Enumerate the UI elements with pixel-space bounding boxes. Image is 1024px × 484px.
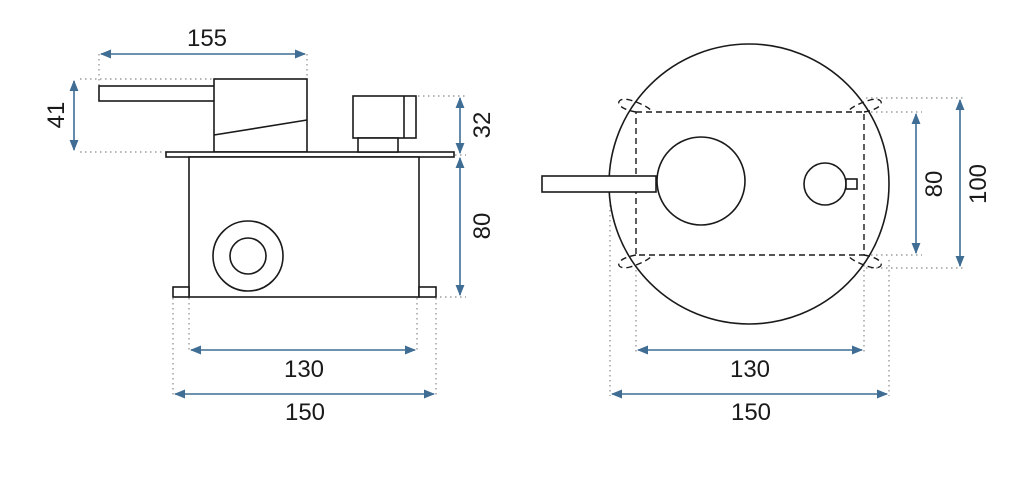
hidden-lug-bl — [618, 254, 653, 269]
hidden-lug-tr — [847, 98, 882, 113]
dim-label-150-side: 150 — [285, 399, 325, 426]
valve-body-slant — [213, 119, 308, 136]
front-lever-handle — [541, 175, 657, 193]
knob-stem — [357, 137, 399, 153]
dim-label-41: 41 — [43, 102, 70, 129]
hidden-lug-tl — [618, 98, 653, 113]
dim-label-150-front: 150 — [731, 399, 771, 426]
box-foot-left — [172, 286, 190, 298]
side-extension-lines — [80, 54, 466, 396]
side-view: 155 41 32 80 130 150 — [43, 25, 496, 426]
diverter-knob-front — [803, 162, 847, 206]
dim-label-32: 32 — [469, 112, 496, 139]
valve-body — [213, 78, 308, 153]
pipe-outlet-inner — [229, 237, 267, 275]
diverter-tab — [845, 178, 858, 190]
box-foot-right — [418, 286, 437, 298]
dim-label-130-front: 130 — [730, 356, 770, 383]
dim-label-80-side: 80 — [469, 213, 496, 240]
side-dimensions: 155 41 32 80 130 150 — [43, 25, 496, 426]
lever-handle — [98, 85, 218, 102]
dim-label-100: 100 — [965, 164, 992, 204]
front-dimensions: 80 100 130 150 — [610, 98, 992, 426]
dim-label-130-side: 130 — [284, 356, 324, 383]
front-view: 80 100 130 150 — [541, 43, 992, 426]
hidden-lug-br — [847, 254, 882, 269]
diverter-knob — [352, 95, 417, 139]
mixer-knob — [656, 136, 746, 226]
dim-label-80-front: 80 — [921, 171, 948, 198]
front-extension-lines — [609, 97, 966, 396]
dim-label-155: 155 — [187, 25, 227, 52]
